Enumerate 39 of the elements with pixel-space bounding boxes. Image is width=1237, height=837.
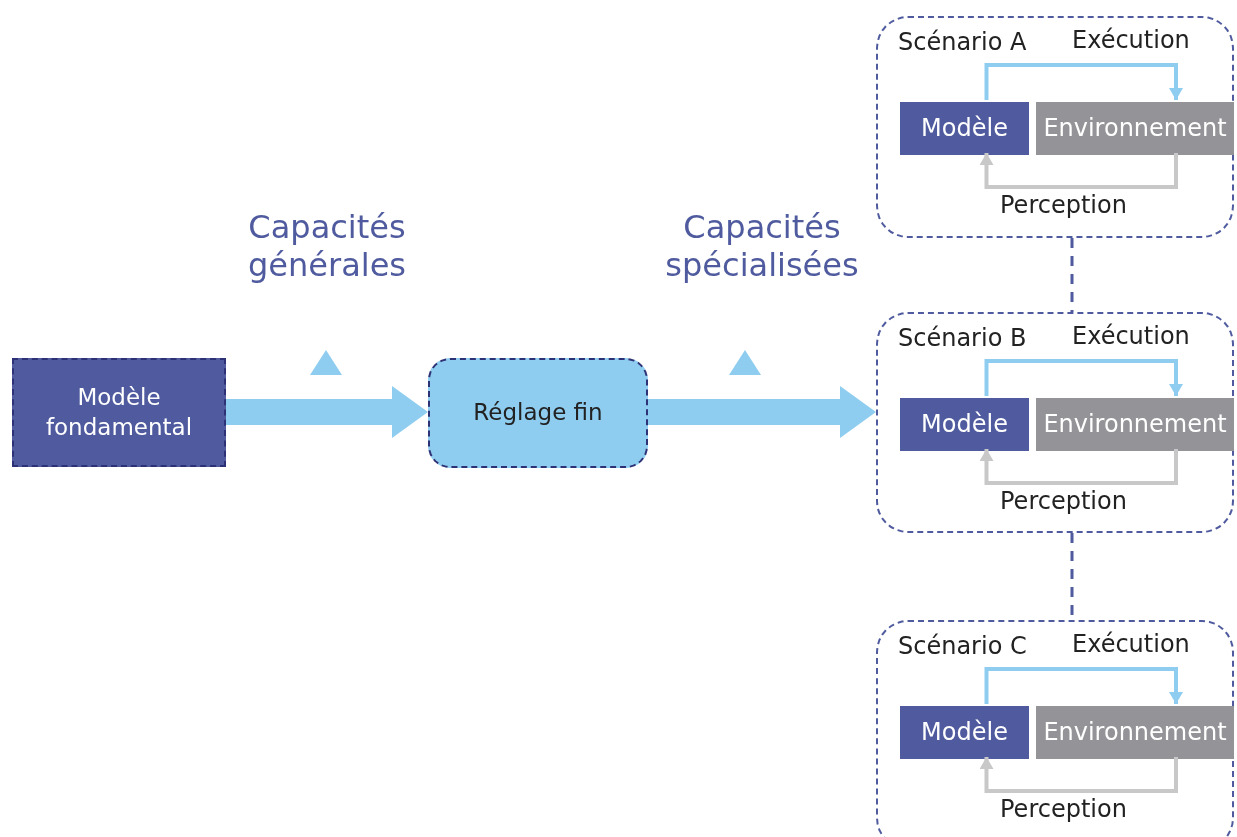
node-label: Réglage fin <box>473 398 603 428</box>
arrow <box>984 63 1183 100</box>
arrow <box>984 359 1183 396</box>
arrow <box>984 667 1183 704</box>
model-box <box>12 358 226 467</box>
edge-label: Perception <box>1000 487 1128 516</box>
arrow <box>979 153 1178 189</box>
node-label: Environnement <box>1043 112 1227 144</box>
model-box <box>900 102 1029 155</box>
edge-label: Capacités spécialisées <box>664 208 860 285</box>
scenario-title: Scénario A <box>898 28 1027 56</box>
scenario-panel <box>876 312 1234 533</box>
environment-box <box>1036 398 1234 451</box>
node-label: Modèle fondamental <box>44 382 194 442</box>
connector-line <box>1070 238 1074 312</box>
node-label: Modèle <box>921 716 1008 748</box>
environment-box <box>1036 102 1234 155</box>
node-label: Environnement <box>1043 716 1227 748</box>
environment-box <box>1036 706 1234 759</box>
node-label: Modèle <box>921 408 1008 440</box>
scenario-panel <box>876 16 1234 238</box>
process-box <box>428 358 648 468</box>
node-label: Environnement <box>1043 408 1227 440</box>
edge-label: Perception <box>1000 191 1128 220</box>
block-arrow <box>648 386 876 438</box>
scenario-panel <box>876 620 1234 837</box>
arrow <box>979 757 1178 793</box>
edge-label: Exécution <box>1072 26 1191 55</box>
arrow <box>979 449 1178 485</box>
edge-label: Capacités générales <box>247 208 407 285</box>
node-label: Modèle <box>921 112 1008 144</box>
block-arrow <box>226 386 428 438</box>
scenario-title: Scénario B <box>898 324 1027 352</box>
model-box <box>900 398 1029 451</box>
scenario-title: Scénario C <box>898 632 1027 660</box>
model-box <box>900 706 1029 759</box>
edge-label: Exécution <box>1072 322 1191 351</box>
edge-label: Exécution <box>1072 630 1191 659</box>
edge-label: Perception <box>1000 795 1128 824</box>
